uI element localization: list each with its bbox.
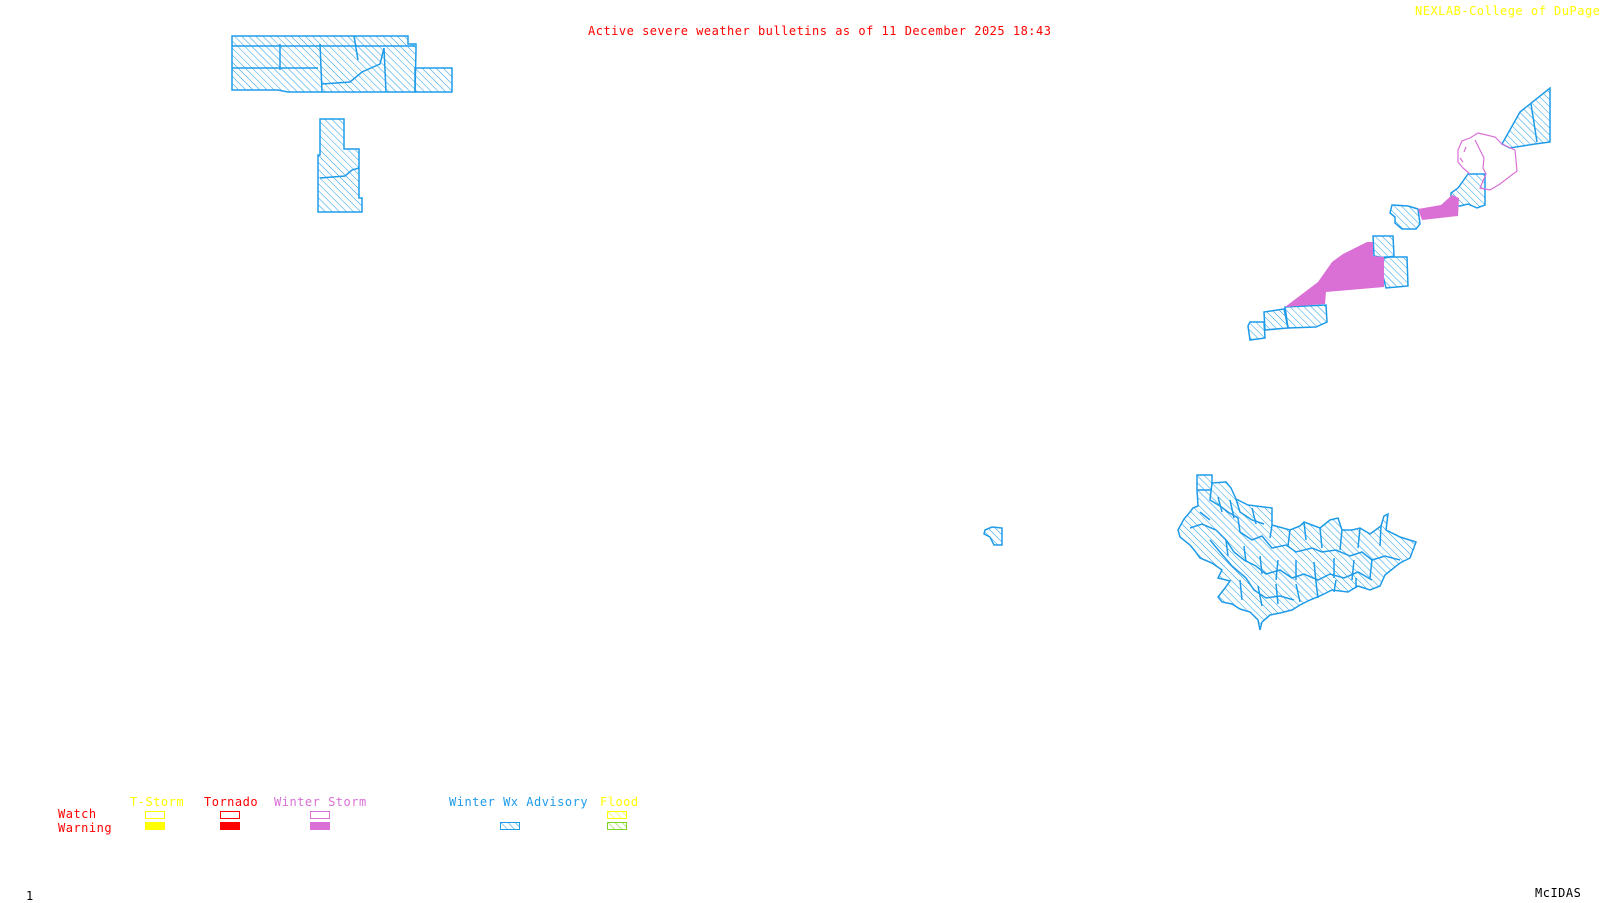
swatch-winter-storm-watch bbox=[310, 811, 330, 819]
swatch-winter-storm-warning bbox=[310, 822, 330, 830]
swatch-tstorm-warning bbox=[145, 822, 165, 830]
legend-label-tornado: Tornado bbox=[204, 795, 259, 809]
swatch-winter-advisory bbox=[500, 822, 520, 830]
winter-storm-warning-area bbox=[1285, 195, 1459, 307]
legend-row-watch: Watch bbox=[58, 807, 97, 821]
frame-number: 1 bbox=[26, 889, 34, 903]
legend-label-winter-advisory: Winter Wx Advisory bbox=[449, 795, 589, 809]
software-label: McIDAS bbox=[1535, 886, 1582, 900]
legend-label-winter-storm: Winter Storm bbox=[274, 795, 367, 809]
swatch-flood-watch bbox=[607, 811, 627, 819]
winter-storm-watch-area bbox=[1457, 132, 1518, 191]
advisory-area-southeast-cluster bbox=[1177, 474, 1417, 631]
advisory-area-northeast-band bbox=[1247, 86, 1551, 341]
legend-label-tstorm: T-Storm bbox=[130, 795, 185, 809]
page-title: Active severe weather bulletins as of 11… bbox=[588, 24, 1052, 38]
advisory-area-northwest-top bbox=[231, 35, 453, 93]
legend-label-flood: Flood bbox=[600, 795, 639, 809]
credit-text: NEXLAB-College of DuPage bbox=[1415, 4, 1600, 18]
legend-row-warning: Warning bbox=[58, 821, 113, 835]
credit-label: NEXLAB-College of DuPage ↖ bbox=[1415, 5, 1600, 17]
swatch-flood-warning bbox=[607, 822, 627, 830]
swatch-tornado-watch bbox=[220, 811, 240, 819]
swatch-tstorm-watch bbox=[145, 811, 165, 819]
swatch-tornado-warning bbox=[220, 822, 240, 830]
advisory-area-northwest-column bbox=[317, 118, 363, 213]
advisory-area-central-small bbox=[983, 526, 1003, 546]
